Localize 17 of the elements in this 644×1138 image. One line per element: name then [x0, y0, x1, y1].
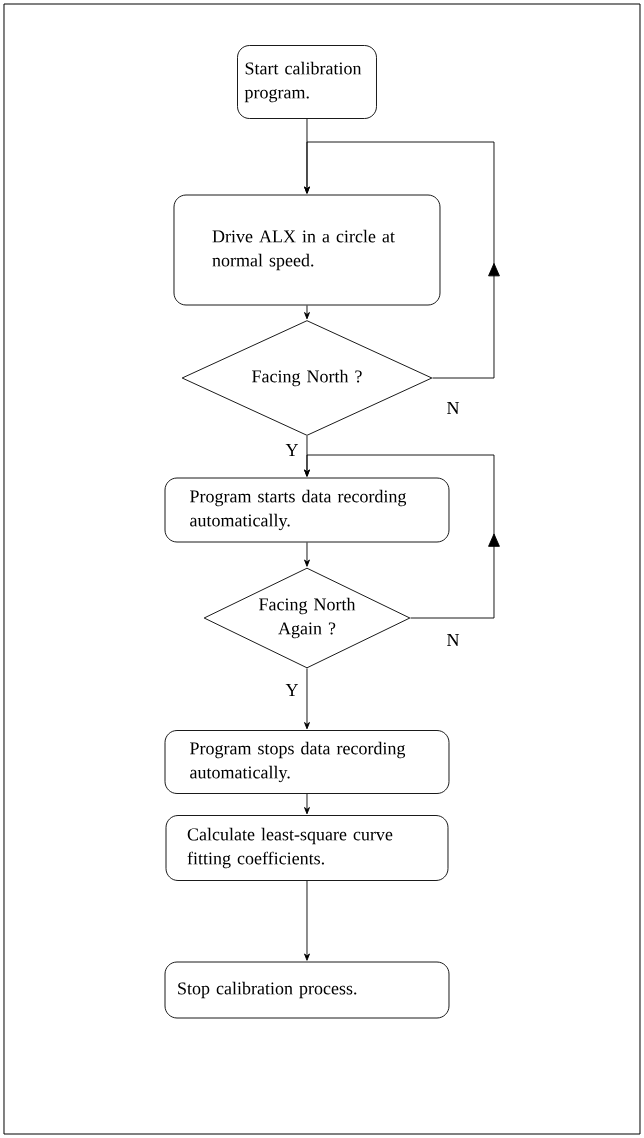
- edge-label: N: [445, 401, 461, 415]
- rounded-box: Stop calibration process.: [164, 961, 450, 1019]
- arrow: [304, 668, 310, 730]
- arrow: [304, 880, 310, 961]
- arrow: [304, 542, 310, 567]
- loop-arrow: [304, 454, 500, 619]
- rounded-box: Program stops data recording automatically.: [164, 730, 450, 794]
- edge-label: N: [445, 633, 461, 647]
- rounded-box: Start calibration program.: [237, 45, 377, 119]
- arrow: [304, 305, 310, 320]
- rounded-box: Program starts data recording automatically.: [164, 477, 450, 543]
- loop-arrow: [304, 141, 500, 379]
- rounded-box: Calculate least-square curve fitting coefficients.: [165, 815, 449, 881]
- arrow: [304, 793, 310, 815]
- edge-label: Y: [284, 443, 300, 457]
- rounded-box: Drive ALX in a circle at normal speed.: [173, 194, 441, 306]
- edge-label: Y: [284, 683, 300, 697]
